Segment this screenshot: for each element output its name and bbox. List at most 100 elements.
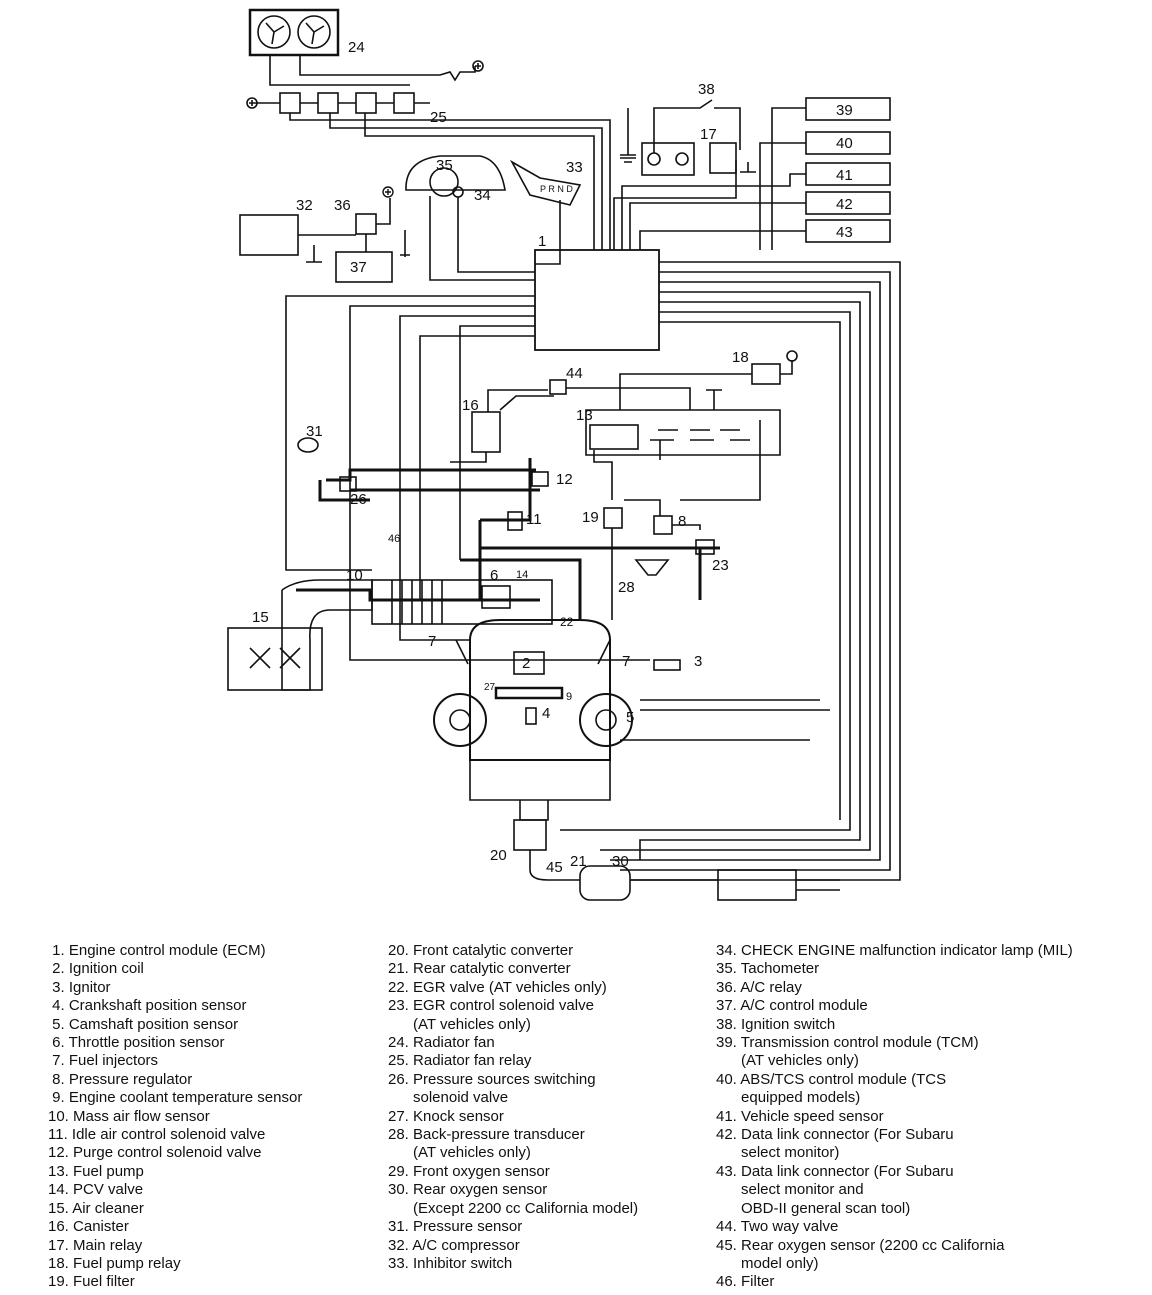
ecm-box xyxy=(534,249,660,351)
radiator-fan-left xyxy=(257,15,291,49)
callout-3: 3 xyxy=(694,653,702,670)
legend-item: equipped models) xyxy=(716,1089,861,1107)
legend-item: 7. Fuel injectors xyxy=(48,1052,159,1070)
engine-control-schematic: 1 2 3 4 5 6 7 7 8 9 10 11 12 13 14 15 16… xyxy=(227,8,901,901)
legend-item: 24. Radiator fan xyxy=(388,1034,495,1052)
callout-43: 43 xyxy=(836,224,853,241)
legend-item: 9. Engine coolant temperature sensor xyxy=(48,1089,303,1107)
instrument-cluster xyxy=(405,155,506,191)
legend-item: 4. Crankshaft position sensor xyxy=(48,997,247,1015)
callout-41: 41 xyxy=(836,167,853,184)
callout-7b: 7 xyxy=(622,653,630,670)
legend-item: 10. Mass air flow sensor xyxy=(48,1107,210,1125)
legend-item: select monitor) xyxy=(716,1144,840,1162)
legend-item: OBD-II general scan tool) xyxy=(716,1199,911,1217)
pressure-regulator xyxy=(653,515,673,535)
air-intake-duct xyxy=(281,579,373,691)
legend-item: 40. ABS/TCS control module (TCS xyxy=(716,1070,947,1088)
legend-item: 17. Main relay xyxy=(48,1236,143,1254)
muffler xyxy=(717,869,797,901)
battery xyxy=(641,142,695,176)
legend-item: 6. Throttle position sensor xyxy=(48,1034,225,1052)
legend-item: 42. Data link connector (For Subaru xyxy=(716,1126,954,1144)
legend-item: 11. Idle air control solenoid valve xyxy=(48,1126,266,1144)
legend-column-2: 20. Front catalytic converter 21. Rear c… xyxy=(388,942,638,1273)
legend-item: 18. Fuel pump relay xyxy=(48,1254,181,1272)
ac-control-module xyxy=(335,251,393,283)
legend-item: 27. Knock sensor xyxy=(388,1107,504,1125)
legend-column-1: 1. Engine control module (ECM) 2. Igniti… xyxy=(48,942,302,1292)
callout-11: 11 xyxy=(526,511,542,528)
legend-item: 37. A/C control module xyxy=(716,997,868,1015)
callout-4: 4 xyxy=(542,705,550,722)
radiator-fan-relays xyxy=(255,55,611,250)
engine-block xyxy=(469,619,611,761)
callout-5: 5 xyxy=(626,709,634,726)
ignitor xyxy=(653,659,681,671)
legend-item: 22. EGR valve (AT vehicles only) xyxy=(388,978,607,996)
legend-item: 41. Vehicle speed sensor xyxy=(716,1107,884,1125)
legend-item: 43. Data link connector (For Subaru xyxy=(716,1162,954,1180)
callout-20: 20 xyxy=(490,847,507,864)
legend-item: 20. Front catalytic converter xyxy=(388,942,574,959)
callout-1: 1 xyxy=(538,233,546,250)
shift-positions: P R N D xyxy=(540,184,573,194)
legend-item: 34. CHECK ENGINE malfunction indicator l… xyxy=(716,942,1073,959)
legend-item: (AT vehicles only) xyxy=(716,1052,859,1070)
canister xyxy=(471,411,501,453)
callout-25: 25 xyxy=(430,109,447,126)
legend-column-3: 34. CHECK ENGINE malfunction indicator l… xyxy=(716,942,1073,1292)
legend-item: 29. Front oxygen sensor xyxy=(388,1162,550,1180)
purge-solenoid xyxy=(531,471,549,487)
legend-item: 15. Air cleaner xyxy=(48,1199,144,1217)
callout-8: 8 xyxy=(678,513,686,530)
main-relay xyxy=(709,142,737,174)
ac-relay xyxy=(355,213,377,235)
radiator-fan-housing xyxy=(248,8,340,57)
callout-16: 16 xyxy=(462,397,479,414)
callout-22: 22 xyxy=(560,615,574,629)
fuel-tank xyxy=(585,409,781,456)
callout-34: 34 xyxy=(474,187,491,204)
legend-item: 16. Canister xyxy=(48,1218,129,1236)
callout-31: 31 xyxy=(306,423,323,440)
pressure-switching-solenoid xyxy=(339,476,357,492)
throttle-body xyxy=(481,585,511,609)
legend-item: 1. Engine control module (ECM) xyxy=(48,942,266,959)
callout-36: 36 xyxy=(334,197,351,214)
callout-44: 44 xyxy=(566,365,583,382)
legend-item: model only) xyxy=(716,1254,819,1272)
callout-45: 45 xyxy=(546,859,563,876)
callout-42: 42 xyxy=(836,196,853,213)
front-catalytic-converter xyxy=(513,819,547,851)
callout-33: 33 xyxy=(566,159,583,176)
callout-12: 12 xyxy=(556,471,573,488)
callout-40: 40 xyxy=(836,135,853,152)
legend-item: (AT vehicles only) xyxy=(388,1015,531,1033)
callout-28: 28 xyxy=(618,579,635,596)
callout-2: 2 xyxy=(522,655,530,672)
back-pressure-transducer xyxy=(634,559,670,576)
callout-32: 32 xyxy=(296,197,313,214)
legend-item: 12. Purge control solenoid valve xyxy=(48,1144,262,1162)
legend-item: 23. EGR control solenoid valve xyxy=(388,997,594,1015)
callout-15: 15 xyxy=(252,609,269,626)
legend-item: (AT vehicles only) xyxy=(388,1144,531,1162)
two-way-valve xyxy=(549,379,567,395)
legend-item: 30. Rear oxygen sensor xyxy=(388,1181,548,1199)
legend-item: 2. Ignition coil xyxy=(48,960,144,978)
legend-item: 35. Tachometer xyxy=(716,960,820,978)
legend-item: 33. Inhibitor switch xyxy=(388,1254,513,1272)
callout-35: 35 xyxy=(436,157,453,174)
legend-item: 26. Pressure sources switching xyxy=(388,1070,596,1088)
legend-item: 46. Filter xyxy=(716,1273,775,1291)
fuel-pump-relay xyxy=(751,363,781,385)
callout-19: 19 xyxy=(582,509,599,526)
legend-item: 44. Two way valve xyxy=(716,1218,839,1236)
callout-21: 21 xyxy=(570,853,587,870)
legend-item: 14. PCV valve xyxy=(48,1181,144,1199)
pressure-sensor xyxy=(297,437,319,453)
cam-sprocket-left xyxy=(433,693,487,747)
callout-14: 14 xyxy=(516,569,528,581)
ac-compressor xyxy=(239,214,299,256)
